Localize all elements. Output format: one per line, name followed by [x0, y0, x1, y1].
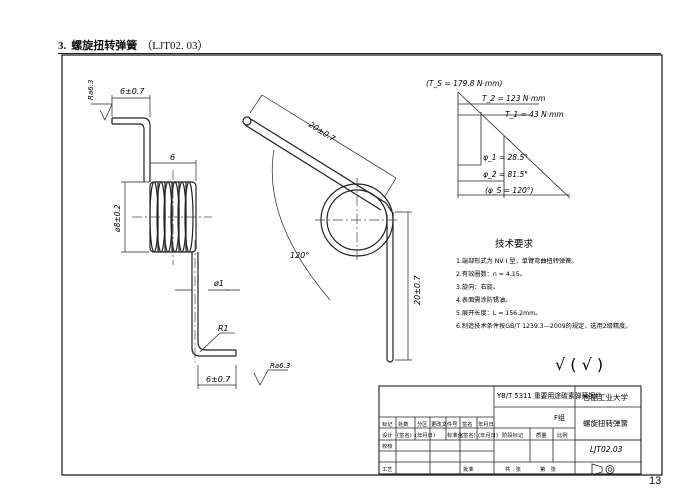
section-code: （LJT02. 03） [141, 40, 209, 52]
drawing-code: LJT02.03 [590, 445, 623, 454]
roughness-top-label: Ra6.3 [87, 80, 95, 100]
requirement-item: 5.展开长度：L = 156.2mm。 [456, 309, 541, 317]
requirements-list: 1.端部形式为 NV I 型，单臂弯曲扭转弹簧。 2.有效圈数：n = 4.15… [456, 257, 631, 330]
stage-marking-label: 阶段标记 [502, 431, 524, 439]
bottom-hook-width-label: 6±0.7 [206, 375, 231, 384]
coil-diameter-label: ø8±0.2 [113, 204, 122, 233]
section-number: 3. [58, 40, 67, 52]
signature-cell: (年月日) [415, 431, 435, 439]
title-block-labels: 标记 处数 分区 更改文件号 签名 年月日 设计 (签名) (年月日) 标准化 … [382, 420, 568, 473]
requirements-title: 技术要求 [495, 238, 534, 250]
arm-length-vertical-label: 20±0.7 [413, 274, 422, 305]
torque-t2-label: T_2 = 123 N·mm [482, 94, 545, 103]
torque-phi1-label: φ_1 = 28.5° [483, 153, 528, 162]
wire-diameter-label: ø1 [213, 279, 224, 288]
revision-header: 年月日 [478, 420, 494, 428]
university-name: 合肥工业大学 [583, 392, 628, 402]
mass-label: 质量 [536, 431, 547, 439]
scale-label: 比例 [557, 431, 568, 439]
torque-t1-label: T_1 = 43 N·mm [505, 110, 564, 119]
requirement-item: 6.制造技术条件按GB/T 1239.3—2009的规定，选用2级精度。 [456, 322, 631, 330]
projection-symbol [591, 463, 615, 476]
surface-finish-symbol: √ ( √ ) [555, 355, 603, 374]
process-label: 工艺 [382, 466, 393, 473]
signature-cell: 标准化 [447, 431, 464, 439]
bend-radius-label: R1 [218, 324, 229, 333]
revision-header: 更改文件号 [431, 420, 458, 428]
part-name: 螺旋扭转弹簧 [583, 418, 628, 428]
arm-length-angled-label: 20±0.7 [307, 120, 338, 144]
torque-ts-label: (T_S = 179.8 N·mm) [426, 79, 503, 88]
arm-angle-label: 120° [290, 251, 309, 260]
requirement-item: 2.有效圈数：n = 4.15。 [456, 270, 526, 278]
signature-cell: (年月日) [478, 431, 498, 439]
revision-header: 分区 [417, 420, 428, 428]
requirement-item: 4.表面需涂防锈油。 [456, 296, 511, 304]
page-number: 13 [649, 475, 662, 487]
torque-phis-label: (φ_S = 120°) [485, 186, 534, 195]
material-grade: F组 [554, 413, 565, 422]
revision-header: 处数 [398, 420, 409, 428]
sheets-total-label: 共 张 [505, 465, 522, 473]
drawing-frame [61, 54, 663, 476]
sheet-no-label: 第 张 [540, 465, 557, 473]
signature-cell: (签名) [397, 431, 412, 439]
requirement-item: 3.旋向：右旋。 [456, 283, 499, 291]
coil-length-label: 6 [170, 153, 175, 162]
requirement-item: 1.端部形式为 NV I 型，单臂弯曲扭转弹簧。 [456, 257, 578, 265]
approve-label: 批准 [463, 465, 474, 473]
section-title: 螺旋扭转弹簧 [71, 39, 138, 52]
torque-diagram [457, 91, 571, 199]
material-std: YB/T 5311 重要用途碳素弹簧钢丝 [496, 391, 602, 400]
roughness-bottom-label: Ra6.3 [270, 362, 290, 370]
spring-end-view [242, 116, 394, 363]
torque-phi2-label: φ_2 = 81.5° [483, 170, 528, 179]
check-label: 校核 [382, 442, 393, 450]
page-header: 3. 螺旋扭转弹簧（LJT02. 03） [58, 37, 661, 54]
left-hook-width-label: 6±0.7 [120, 87, 145, 96]
signature-cell: 设计 [382, 431, 393, 439]
title-block [378, 385, 642, 475]
revision-header: 标记 [382, 420, 393, 428]
signature-cell: (签名) [461, 431, 476, 439]
revision-header: 签名 [462, 420, 473, 428]
